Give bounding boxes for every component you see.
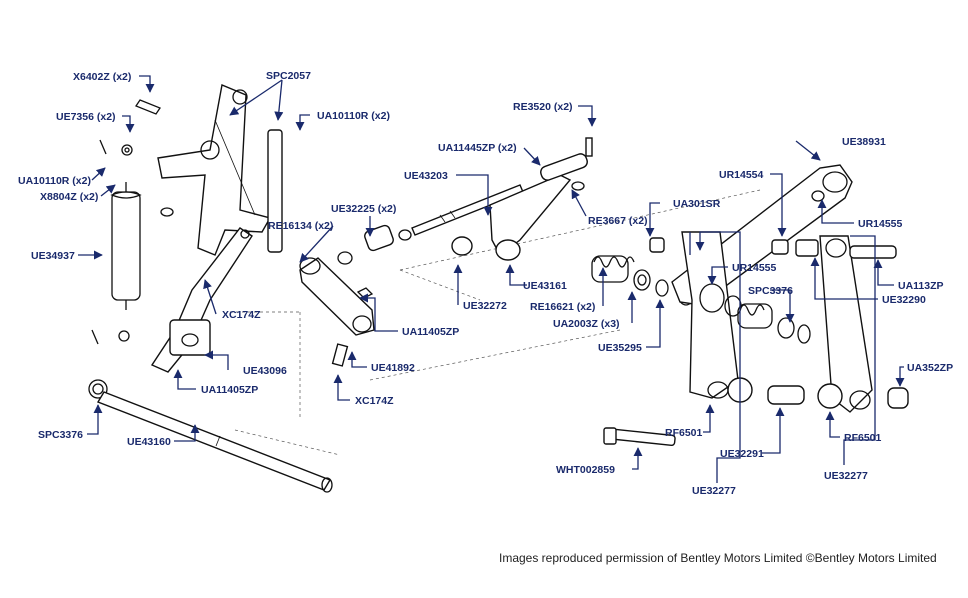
callout-ue32291: UE32291 [720,448,764,460]
compression-spring [591,255,635,283]
link-assembly-right [819,235,873,413]
copyright-credit: Images reproduced permission of Bentley … [499,551,937,565]
callout-ue32272: UE32272 [463,300,507,312]
callout-ur14555-mid: UR14555 [732,262,777,274]
callout-xc174z-left: XC174Z [222,309,261,321]
callout-ue41892: UE41892 [371,362,415,374]
callout-re16621: RE16621 (x2) [530,301,595,313]
relay-lever [299,257,375,367]
callout-ue32290: UE32290 [882,294,926,306]
callout-ur14555-top: UR14555 [858,218,903,230]
callout-spc2057: SPC2057 [266,70,311,82]
callout-ua11405zp-mid: UA11405ZP [402,326,459,338]
mounting-bracket [135,84,272,256]
callout-ua2003z: UA2003Z (x3) [553,318,620,330]
callout-ue32277-left: UE32277 [692,485,736,497]
support-strap [267,129,283,253]
callout-rf6501-left: RF6501 [665,427,703,439]
callout-rf6501-right: RF6501 [844,432,882,444]
callout-labels: X6402Z (x2) SPC2057 UE7356 (x2) UA10110R… [18,70,953,497]
callout-ue7356: UE7356 (x2) [56,111,116,123]
leader-lines [78,75,905,483]
return-spring [110,182,142,310]
lever-arm [150,227,253,373]
mounting-clip [451,174,572,261]
callout-re3520: RE3520 (x2) [513,101,573,113]
callout-ua301sr: UA301SR [673,198,721,210]
callout-x8804z: X8804Z (x2) [40,191,98,203]
callout-xc174z-mid: XC174Z [355,395,394,407]
callout-ua352zp: UA352ZP [907,362,953,374]
callout-ue43160: UE43160 [127,436,171,448]
callout-ua11445zp: UA11445ZP (x2) [438,142,517,154]
callout-ue43203: UE43203 [404,170,448,182]
callout-ua10110r-right: UA10110R (x2) [317,110,390,122]
mechanism-drawing [88,84,909,493]
callout-ue43096: UE43096 [243,365,287,377]
callout-spc3376-right: SPC3376 [748,285,793,297]
callout-re3667: RE3667 (x2) [588,215,648,227]
callout-ua113zp: UA113ZP [898,280,944,292]
callout-ue32277-right: UE32277 [824,470,868,482]
callout-ue35295: UE35295 [598,342,642,354]
callout-spc3376-left: SPC3376 [38,429,83,441]
callout-ue34937: UE34937 [31,250,75,262]
cross-shaft [96,391,333,493]
callout-re16134: RE16134 (x2) [268,220,333,232]
callout-ua11405zp-left: UA11405ZP [201,384,258,396]
callout-ue32225: UE32225 (x2) [331,203,396,215]
callout-ur14554: UR14554 [719,169,764,181]
callout-ua10110r-left: UA10110R (x2) [18,175,91,187]
callout-ue43161: UE43161 [523,280,567,292]
callout-ue38931: UE38931 [842,136,886,148]
callout-wht002859: WHT002859 [556,464,615,476]
callout-x6402z: X6402Z (x2) [73,71,131,83]
